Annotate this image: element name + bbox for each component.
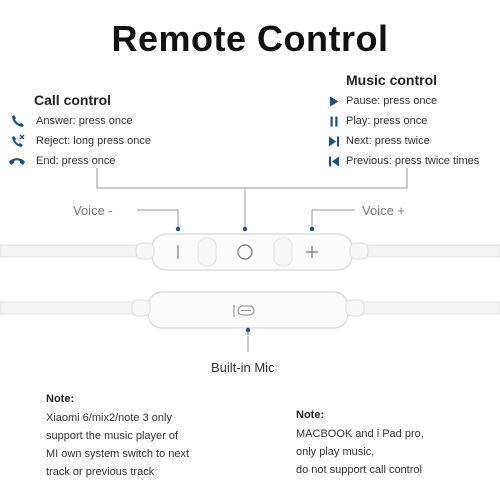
music-item-pause: Pause: press once [346,95,438,107]
music-item-play: Play: press once [346,115,428,127]
play-triangle-icon [326,94,342,108]
phone-reject-icon [10,134,26,148]
note-right-line: MACBOOK and i Pad pro, [296,428,424,440]
built-in-mic-label: Built-in Mic [211,360,275,375]
next-track-icon [326,134,342,148]
mic-right-collar [345,299,365,317]
page-title: Remote Control [111,18,389,59]
pause-bars-icon [326,114,342,128]
call-item-end: End: press once [36,155,116,167]
phone-answer-icon [10,114,26,128]
voice-plus-pointer [311,209,355,228]
music-item-next: Next: press twice [346,135,430,147]
call-control-heading: Call control [34,92,112,108]
note-left-line: support the music player of [46,430,179,442]
note-left-line: track or previous track [46,466,155,478]
voice-minus-label: Voice - [73,203,113,218]
mic-left-collar [131,299,151,317]
voice-plus-dot [309,226,315,232]
voice-minus-pointer [137,209,179,228]
note-right-heading: Note: [296,409,325,421]
note-right-line: only play music, [296,446,375,458]
note-left-line: MI own system switch to next [46,448,190,460]
phone-end-icon [8,154,26,168]
note-left-line: Xiaomi 6/mix2/note 3 only [46,412,172,424]
call-item-answer: Answer: press once [36,115,133,127]
previous-track-icon [326,154,342,168]
note-right-body: MACBOOK and i Pad pro, only play music, … [296,425,424,479]
note-right-line: do not support call control [296,464,422,476]
music-item-previous: Previous: press twice times [346,155,480,167]
note-left-body: Xiaomi 6/mix2/note 3 only support the mu… [46,409,189,481]
remote-right-collar [349,242,369,260]
microphone-icon [233,305,255,317]
note-left-heading: Note: [46,393,75,405]
multifunction-button [237,244,253,260]
connector-center-dot [242,226,248,232]
remote-left-collar [135,242,155,260]
voice-plus-label: Voice + [362,203,406,218]
voice-minus-dot [175,226,181,232]
remote-groove-right [273,237,293,267]
connector-bracket [96,168,408,189]
music-control-heading: Music control [346,72,438,88]
call-item-reject: Reject: long press once [36,135,151,147]
mic-dot [245,327,251,333]
remote-groove-left [197,237,217,267]
